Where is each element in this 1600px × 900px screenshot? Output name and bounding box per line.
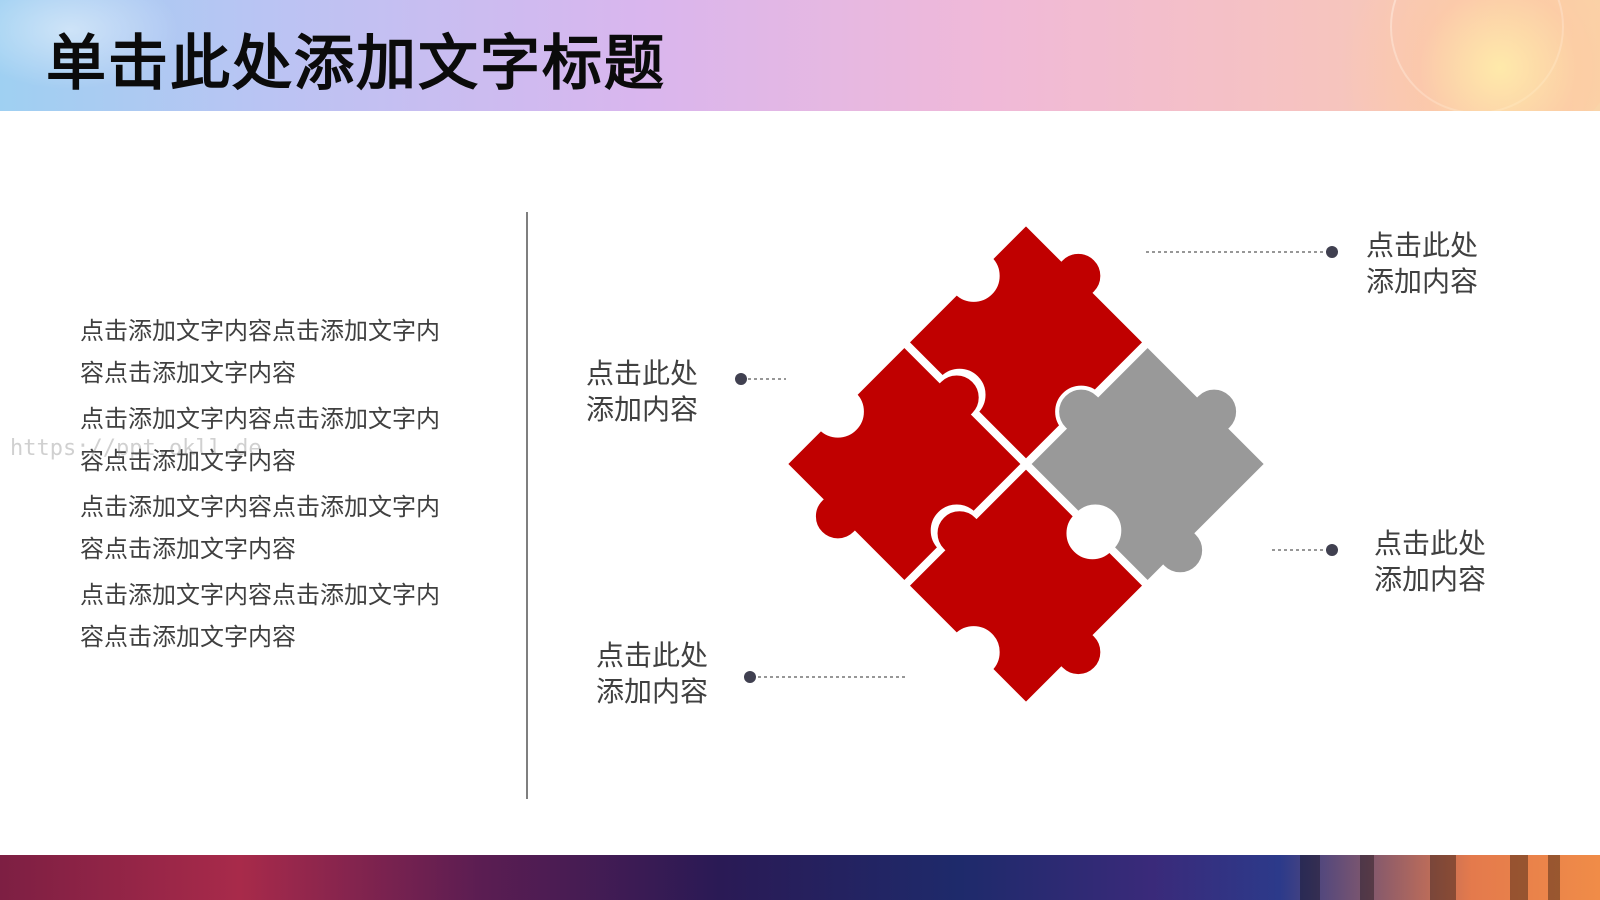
puzzle-piece-left[interactable]	[769, 328, 1041, 600]
callout-line-2: 添加内容	[1374, 563, 1487, 596]
puzzle-piece-bottom[interactable]	[890, 450, 1162, 722]
callout-line-1: 点击此处	[1374, 527, 1487, 560]
body-paragraph[interactable]: 点击添加文字内容点击添加文字内容点击添加文字内容	[80, 493, 440, 563]
vertical-divider	[526, 212, 528, 799]
footer-silhouette	[1430, 855, 1456, 900]
callout-line-1: 点击此处	[596, 639, 709, 672]
footer-silhouette	[1300, 855, 1320, 900]
sun-glow-decoration	[1320, 0, 1600, 111]
callout-line-2: 添加内容	[586, 393, 699, 426]
header-banner	[0, 0, 1600, 111]
body-paragraph[interactable]: 点击添加文字内容点击添加文字内容点击添加文字内容	[80, 317, 440, 387]
footer-silhouette	[1548, 855, 1560, 900]
callout-bottom-left[interactable]: 点击此处 添加内容	[596, 638, 708, 710]
slide-title[interactable]: 单击此处添加文字标题	[46, 29, 666, 99]
callout-top-right[interactable]: 点击此处 添加内容	[1366, 228, 1478, 300]
watermark-url: https://ppt.okll.de	[10, 436, 262, 461]
callout-line-2: 添加内容	[1366, 265, 1479, 298]
callout-line-2: 添加内容	[596, 675, 709, 708]
body-text-block: 点击添加文字内容点击添加文字内容点击添加文字内容 点击添加文字内容点击添加文字内…	[80, 310, 480, 662]
footer-banner	[0, 855, 1600, 900]
connector-dot-mid-left	[735, 373, 747, 385]
body-paragraph[interactable]: 点击添加文字内容点击添加文字内容点击添加文字内容	[80, 581, 440, 651]
connector-dot-bottom-left	[744, 671, 756, 683]
connector-dot-right	[1326, 544, 1338, 556]
footer-silhouette	[1360, 855, 1374, 900]
callout-line-1: 点击此处	[586, 357, 699, 390]
callout-mid-left[interactable]: 点击此处 添加内容	[586, 356, 698, 428]
body-paragraph[interactable]: 点击添加文字内容点击添加文字内容点击添加文字内容	[80, 405, 440, 475]
footer-silhouette	[1510, 855, 1528, 900]
connector-dot-top-right	[1326, 246, 1338, 258]
puzzle-piece-right[interactable]	[1012, 311, 1300, 599]
callout-right[interactable]: 点击此处 添加内容	[1374, 526, 1486, 598]
callout-line-1: 点击此处	[1366, 229, 1479, 262]
